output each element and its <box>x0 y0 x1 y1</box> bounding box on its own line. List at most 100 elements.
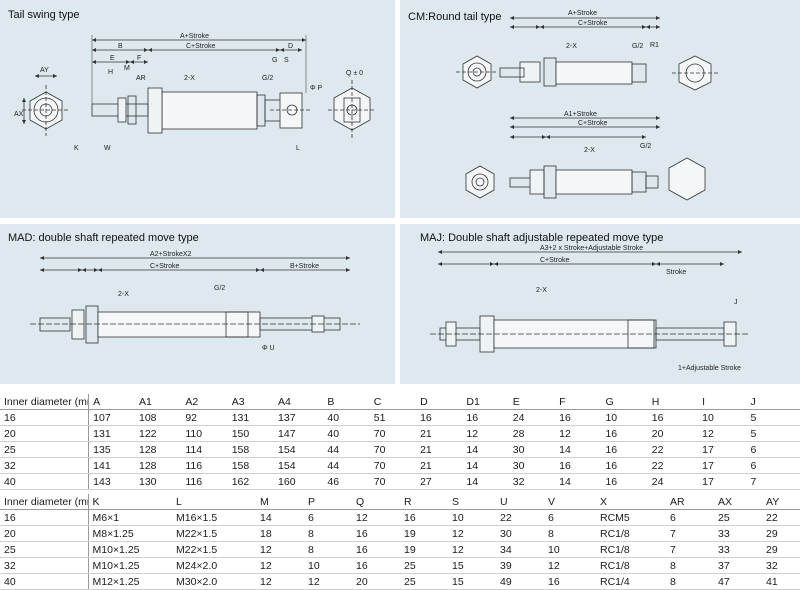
lbl-a2-stroke: A2+StrokeX2 <box>150 251 192 258</box>
table-cell: 8 <box>666 557 714 574</box>
table-cell: 7 <box>666 525 714 542</box>
mad-drawing <box>30 256 360 344</box>
table-cell: 107 <box>88 409 135 426</box>
table-cell: 135 <box>88 441 135 458</box>
table-cell: 12 <box>256 573 304 590</box>
table-cell: 14 <box>555 441 602 458</box>
table-cell: 16 <box>416 409 463 426</box>
table-header-cell: Q <box>352 494 400 510</box>
table-cell: M12×1.25 <box>88 573 172 590</box>
table-header-cell: A3 <box>227 394 275 410</box>
table-header-cell: M <box>256 494 304 510</box>
table-cell: 25 <box>400 573 448 590</box>
table-cell: 40 <box>0 573 89 590</box>
dimension-table-1: Inner diameter (mm)AA1A2A3A4BCDD1EFGHIJ1… <box>0 394 800 490</box>
table-cell: 12 <box>448 541 496 558</box>
table-cell: 24 <box>647 473 699 490</box>
table-cell: 122 <box>135 425 182 442</box>
table-cell: 6 <box>746 457 800 474</box>
lbl-l: L <box>296 145 300 152</box>
table-cell: 29 <box>762 541 800 558</box>
table-cell: 14 <box>462 473 509 490</box>
table-cell: 108 <box>135 409 182 426</box>
table-cell: 16 <box>0 509 89 526</box>
table-cell: M16×1.5 <box>172 509 256 526</box>
table-header-cell: P <box>304 494 352 510</box>
table-cell: 12 <box>256 557 304 574</box>
round-tail-title: CM:Round tail type <box>408 11 502 23</box>
table-header-cell: U <box>496 494 544 510</box>
table-cell: 16 <box>647 409 699 426</box>
table-cell: 29 <box>762 525 800 542</box>
lbl-k: K <box>74 145 79 152</box>
table-cell: 116 <box>181 473 228 490</box>
lbl-a-stroke-2: A+Stroke <box>568 10 597 17</box>
table-header-cell: E <box>508 394 556 410</box>
table-header-cell: G <box>601 394 648 410</box>
table-cell: 14 <box>256 509 304 526</box>
table-header-cell: B <box>323 394 370 410</box>
table-cell: 14 <box>462 441 509 458</box>
lbl-g2: G/2 <box>262 75 273 82</box>
table-cell: 20 <box>352 573 400 590</box>
table-cell: 14 <box>555 473 602 490</box>
table-cell: 25 <box>400 557 448 574</box>
table-cell: 16 <box>352 541 400 558</box>
table-cell: 5 <box>746 409 800 426</box>
table-cell: 12 <box>698 425 747 442</box>
table-cell: RC1/8 <box>596 541 666 558</box>
table-cell: 20 <box>0 425 90 442</box>
table-cell: 128 <box>135 441 182 458</box>
table-cell: 28 <box>508 425 556 442</box>
table-cell: 70 <box>369 473 417 490</box>
lbl-f: F <box>137 55 141 62</box>
table-cell: 19 <box>400 525 448 542</box>
table-cell: 14 <box>462 457 509 474</box>
lbl-r1: R1 <box>650 42 659 49</box>
table-cell: 16 <box>601 425 648 442</box>
lbl-ay: AY <box>40 67 49 74</box>
table-cell: 16 <box>601 473 648 490</box>
lbl-e: E <box>110 55 115 62</box>
tail-swing-drawing <box>22 35 376 138</box>
table-header-cell: AY <box>762 494 800 510</box>
table-cell: 16 <box>601 457 648 474</box>
lbl-d: D <box>288 43 293 50</box>
table-cell: 25 <box>0 541 89 558</box>
table-cell: 20 <box>647 425 699 442</box>
table-header-cell: Inner diameter (mm) <box>0 494 89 510</box>
lbl-2x-5: 2-X <box>536 287 547 294</box>
lbl-g2-4: G/2 <box>214 285 225 292</box>
table-cell: 8 <box>544 525 596 542</box>
table-cell: 16 <box>400 509 448 526</box>
lbl-h: H <box>108 69 113 76</box>
cylinder-body <box>161 91 258 130</box>
table-cell: 16 <box>0 409 90 426</box>
table-cell: 12 <box>352 509 400 526</box>
lbl-q: Q ± 0 <box>346 70 363 77</box>
table-header-cell: AR <box>666 494 714 510</box>
lbl-g2-3: G/2 <box>640 143 651 150</box>
table-header-cell: R <box>400 494 448 510</box>
table-cell: 10 <box>448 509 496 526</box>
table-header-cell: A4 <box>274 394 324 410</box>
table-header-cell: K <box>88 494 172 510</box>
table-cell: 16 <box>352 525 400 542</box>
table-cell: 18 <box>256 525 304 542</box>
table-header-cell: AX <box>714 494 762 510</box>
table-cell: 32 <box>762 557 800 574</box>
table-cell: 21 <box>416 441 463 458</box>
table-cell: 22 <box>647 457 699 474</box>
table-cell: 131 <box>88 425 135 442</box>
round-tail-drawing-bottom <box>465 116 706 201</box>
table-cell: 37 <box>714 557 762 574</box>
table-cell: 70 <box>369 457 417 474</box>
table-cell: 16 <box>462 409 509 426</box>
table-cell: 40 <box>0 473 90 490</box>
lbl-ar: AR <box>136 75 146 82</box>
table-cell: 6 <box>746 441 800 458</box>
lbl-m: M <box>124 65 130 72</box>
table-cell: 12 <box>544 557 596 574</box>
